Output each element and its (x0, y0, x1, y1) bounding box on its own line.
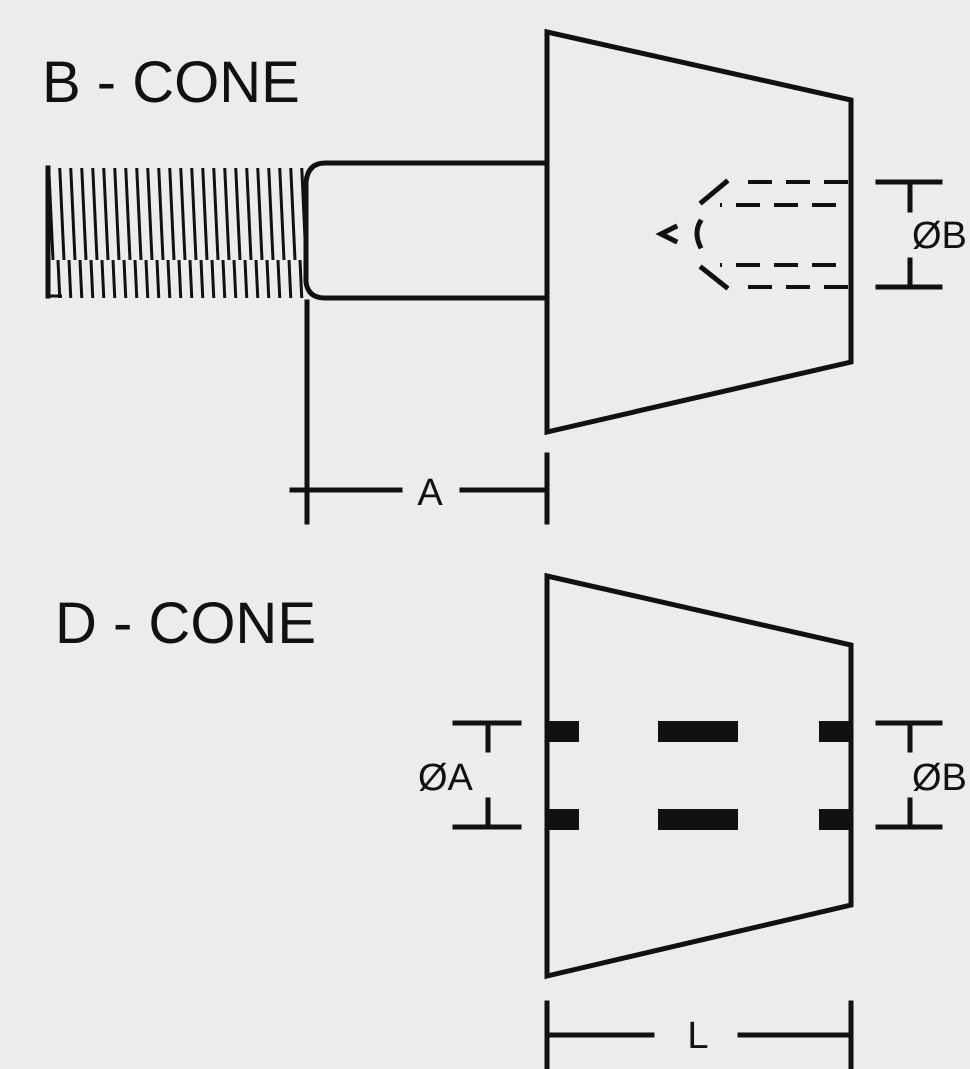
b-cone-length-dimension (289, 299, 550, 525)
d-cone-small-diameter-label: ØA (418, 757, 474, 799)
b-cone-diameter-label: ØB (912, 215, 967, 257)
d-cone-length-dimension (544, 1000, 854, 1069)
d-cone-body (544, 572, 854, 980)
b-cone-shank (303, 160, 548, 301)
b-cone-thread (46, 168, 308, 298)
d-cone-length-label: L (687, 1015, 708, 1057)
d-cone-large-diameter-label: ØB (912, 757, 967, 799)
b-cone-body (544, 28, 854, 436)
b-cone-title: B - CONE (42, 50, 300, 115)
b-cone-drawing: B - CONE ØB (42, 28, 967, 525)
d-cone-large-diameter-dimension (875, 720, 943, 830)
b-cone-length-label: A (417, 472, 443, 514)
b-cone-diameter-dimension (875, 179, 943, 290)
d-cone-small-diameter-dimension (452, 720, 522, 830)
d-cone-drawing: D - CONE ØA ØB (55, 572, 967, 1069)
d-cone-title: D - CONE (55, 591, 316, 656)
d-cone-hidden-bore (547, 721, 851, 830)
b-cone-hidden-bore (655, 178, 848, 291)
